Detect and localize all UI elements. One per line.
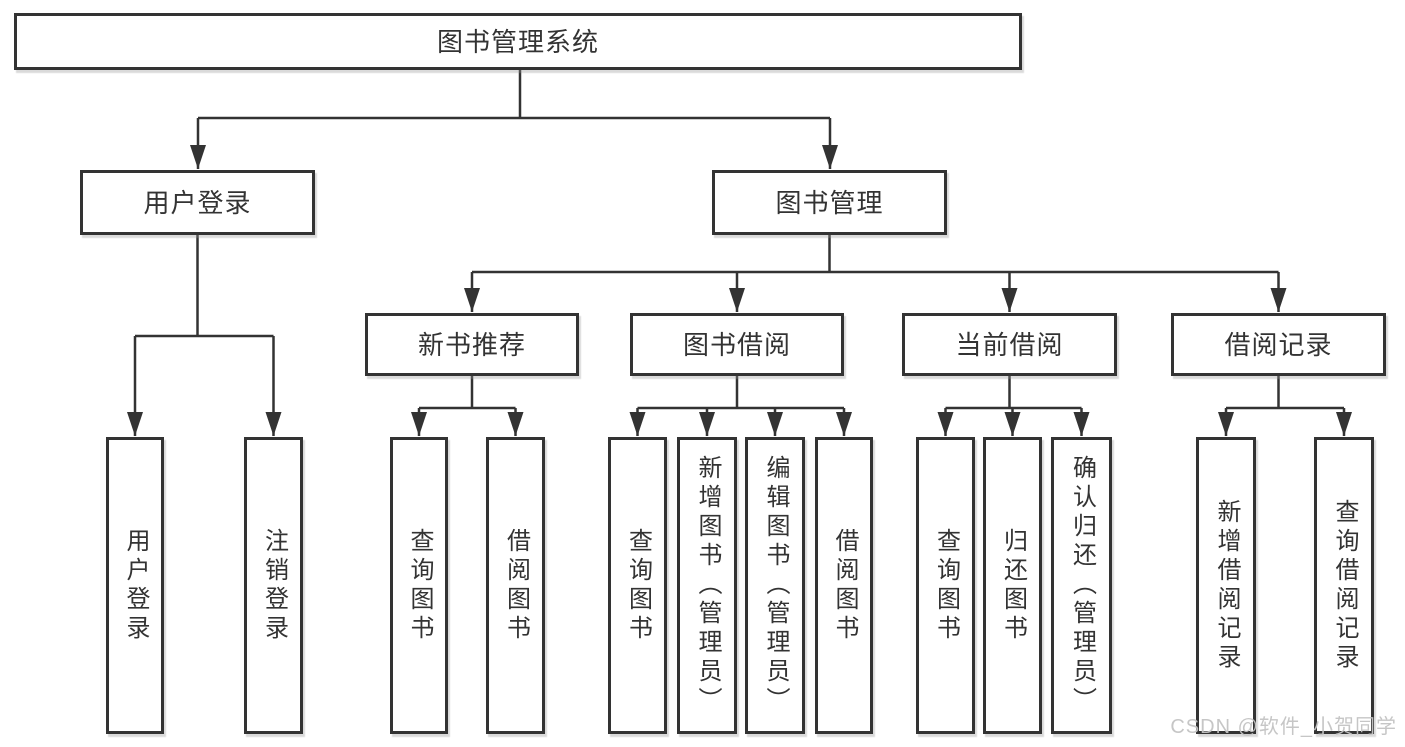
csdn-watermark: CSDN @软件_小贺同学 (1170, 716, 1397, 738)
node-label: 用户登录 (122, 527, 149, 644)
node-label: 注销登录 (260, 527, 288, 644)
node-label: 图书管理 (775, 187, 884, 218)
leaf-add-books-admin: 新增图书（管理员） (677, 437, 737, 734)
node-label: 归还图书 (999, 527, 1027, 644)
node-label: 借阅图书 (502, 527, 530, 644)
node-label: 新书推荐 (417, 329, 526, 360)
leaf-confirm-return-admin: 确认归还（管理员） (1051, 437, 1112, 734)
node-book-borrowing: 图书借阅 (630, 313, 844, 376)
leaf-query-books-borrow: 查询图书 (608, 437, 667, 734)
leaf-return-books: 归还图书 (983, 437, 1042, 734)
node-book-management: 图书管理 (712, 170, 947, 235)
node-label: 当前借阅 (955, 329, 1064, 360)
node-label: 编辑图书（管理员） (762, 455, 789, 716)
node-label: 用户登录 (143, 187, 252, 218)
leaf-query-borrow-record: 查询借阅记录 (1314, 437, 1374, 734)
node-label: 查询图书 (932, 527, 960, 644)
leaf-add-borrow-record: 新增借阅记录 (1196, 437, 1256, 734)
node-label: 确认归还（管理员） (1068, 455, 1096, 716)
leaf-user-login: 用户登录 (106, 437, 164, 734)
node-label: 新增借阅记录 (1213, 498, 1240, 673)
node-label: 查询图书 (406, 527, 433, 644)
node-new-book-recommendation: 新书推荐 (365, 313, 579, 376)
node-current-borrowing: 当前借阅 (902, 313, 1117, 376)
node-label: 查询借阅记录 (1331, 498, 1358, 673)
node-label: 图书借阅 (682, 329, 791, 360)
leaf-query-books-recommend: 查询图书 (390, 437, 448, 734)
node-label: 查询图书 (624, 527, 652, 644)
node-label: 借阅记录 (1224, 329, 1333, 360)
leaf-logout: 注销登录 (244, 437, 303, 734)
leaf-borrow-books: 借阅图书 (815, 437, 873, 734)
leaf-query-books-current: 查询图书 (916, 437, 975, 734)
leaf-edit-books-admin: 编辑图书（管理员） (745, 437, 805, 734)
node-user-login: 用户登录 (80, 170, 315, 235)
node-borrowing-records: 借阅记录 (1171, 313, 1386, 376)
node-label: 新增图书（管理员） (694, 455, 721, 716)
node-library-system: 图书管理系统 (14, 13, 1022, 70)
node-label: 图书管理系统 (436, 26, 599, 57)
node-label: 借阅图书 (831, 527, 858, 644)
leaf-borrow-books-recommend: 借阅图书 (486, 437, 545, 734)
